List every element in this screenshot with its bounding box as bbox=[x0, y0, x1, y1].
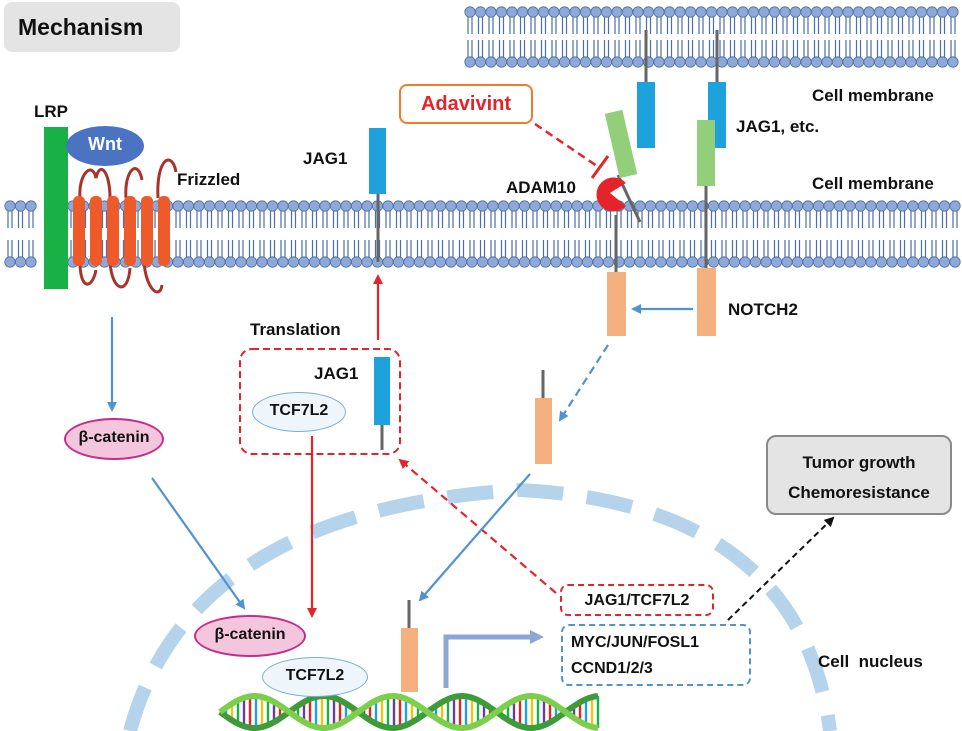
inhibition-adavivint-adam10 bbox=[534, 122, 601, 170]
beta-catenin-nucleus-label: β-catenin bbox=[214, 626, 286, 643]
notch2-receptor-cleaved bbox=[604, 109, 642, 336]
translation-vesicle-box bbox=[239, 348, 401, 455]
cell-membrane-top-label: Cell membrane bbox=[812, 86, 934, 105]
jag1-tcf7l2-gene-label: JAG1/TCF7L2 bbox=[584, 592, 690, 609]
nucleus-boundary bbox=[123, 482, 837, 731]
nicd-cytoplasm bbox=[535, 370, 552, 464]
jag1-etc-label: JAG1, etc. bbox=[736, 117, 820, 136]
arrow-transcription bbox=[443, 630, 544, 688]
beta-catenin-cytoplasm-label: β-catenin bbox=[78, 429, 150, 446]
beta-catenin-nucleus: β-catenin bbox=[194, 615, 306, 657]
arrow-nicd-to-nucleus bbox=[418, 473, 531, 602]
lrp-label: LRP bbox=[34, 102, 68, 121]
tcf7l2-nucleus-label: TCF7L2 bbox=[285, 667, 345, 684]
nicd-nucleus bbox=[401, 600, 418, 692]
arrow-to-outcome bbox=[727, 516, 835, 621]
jag1-tcf7l2-gene-box: JAG1/TCF7L2 bbox=[560, 584, 714, 616]
lrp-receptor bbox=[44, 127, 68, 289]
vesicle-tcf7l2: TCF7L2 bbox=[252, 392, 346, 432]
adam10-label: ADAM10 bbox=[506, 178, 576, 197]
adavivint-drug-box: Adavivint bbox=[399, 84, 533, 124]
title-box: Mechanism bbox=[4, 2, 180, 52]
target-genes-line1: MYC/JUN/FOSL1 bbox=[571, 634, 700, 651]
inhibition-bar bbox=[590, 155, 610, 179]
dna-helix bbox=[218, 692, 600, 731]
vesicle-jag1 bbox=[374, 357, 390, 450]
cell-nucleus-label: Cell nucleus bbox=[818, 652, 923, 671]
adavivint-label: Adavivint bbox=[420, 93, 512, 115]
vesicle-tcf7l2-label: TCF7L2 bbox=[269, 402, 329, 419]
frizzled-label: Frizzled bbox=[177, 170, 241, 189]
wnt-ligand: Wnt bbox=[66, 126, 144, 166]
top-cell-membrane bbox=[464, 6, 959, 68]
outcome-tumor-growth: Tumor growth bbox=[802, 453, 916, 472]
jag1-membrane-protein bbox=[369, 128, 386, 262]
arrow-beta-catenin-to-nucleus bbox=[151, 477, 246, 610]
page-title: Mechanism bbox=[18, 14, 144, 40]
arrow-genes-to-translation bbox=[398, 458, 557, 594]
frizzled-receptor bbox=[73, 158, 178, 294]
target-genes-box: MYC/JUN/FOSL1 CCND1/2/3 bbox=[561, 624, 751, 686]
beta-catenin-cytoplasm: β-catenin bbox=[64, 418, 164, 460]
outcome-box: Tumor growth Chemoresistance bbox=[766, 435, 952, 515]
jag1-membrane-label: JAG1 bbox=[303, 149, 348, 168]
cell-membrane-middle-label: Cell membrane bbox=[812, 174, 934, 193]
target-genes-line2: CCND1/2/3 bbox=[571, 660, 653, 677]
outcome-chemoresistance: Chemoresistance bbox=[788, 483, 930, 502]
tcf7l2-nucleus: TCF7L2 bbox=[262, 657, 368, 697]
wnt-label: Wnt bbox=[88, 134, 122, 154]
adam10-shape bbox=[596, 177, 626, 212]
arrow-cleavage-release bbox=[558, 344, 609, 422]
notch2-label: NOTCH2 bbox=[728, 300, 798, 319]
translation-label: Translation bbox=[250, 320, 341, 339]
vesicle-jag1-label: JAG1 bbox=[314, 364, 359, 383]
notch2-receptor bbox=[697, 120, 716, 336]
